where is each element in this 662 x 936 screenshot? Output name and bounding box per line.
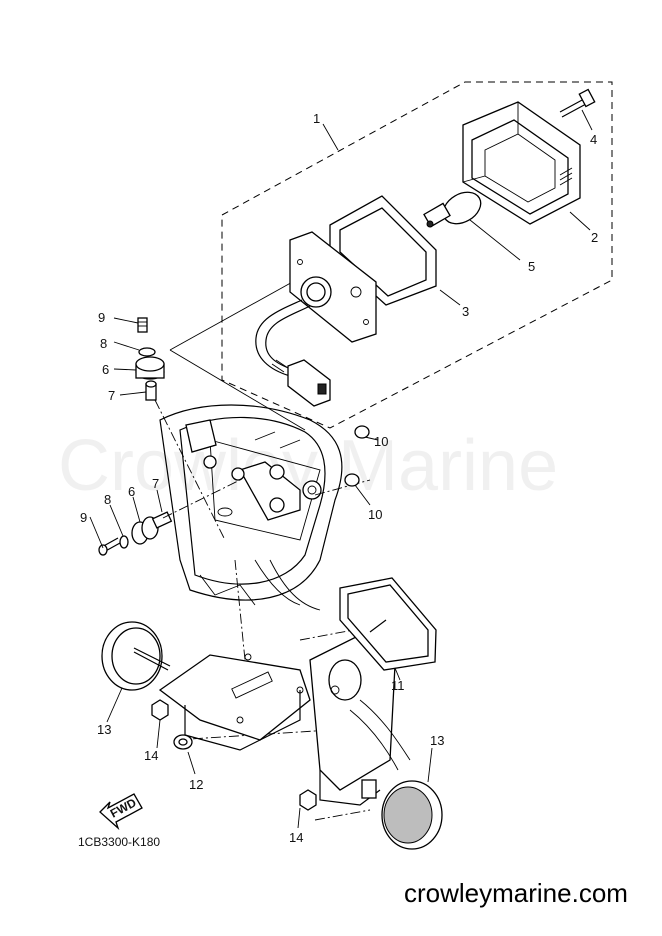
- callout-9-lower[interactable]: 9: [80, 510, 87, 525]
- diagram-code: 1CB3300-K180: [78, 835, 160, 849]
- callout-12[interactable]: 12: [189, 777, 203, 792]
- callout-14-upper[interactable]: 14: [144, 748, 158, 763]
- bulb[interactable]: [423, 186, 486, 230]
- callout-labels: 1 2 3 4 5 9 8 6 7 10 10 9 8 6 7 11 13 14…: [80, 111, 598, 845]
- callout-3[interactable]: 3: [462, 304, 469, 319]
- callout-13-right[interactable]: 13: [430, 733, 444, 748]
- callout-1[interactable]: 1: [313, 111, 320, 126]
- lens-screw[interactable]: [559, 88, 596, 118]
- callout-6-upper[interactable]: 6: [102, 362, 109, 377]
- callout-8-lower[interactable]: 8: [104, 492, 111, 507]
- callout-9-upper[interactable]: 9: [98, 310, 105, 325]
- lens-housing[interactable]: [462, 101, 581, 225]
- collar-nut-12[interactable]: [173, 734, 193, 750]
- callout-8-upper[interactable]: 8: [100, 336, 107, 351]
- footer-site-link[interactable]: crowleymarine.com: [404, 878, 628, 908]
- mount-hardware-lower[interactable]: [98, 511, 173, 556]
- fwd-arrow-icon: FWD: [99, 793, 143, 831]
- mount-hardware-upper[interactable]: [135, 317, 165, 401]
- callout-10-upper[interactable]: 10: [374, 434, 388, 449]
- reflector[interactable]: [339, 577, 437, 671]
- lower-bracket[interactable]: [158, 634, 411, 806]
- cover-plug-right[interactable]: [381, 780, 443, 850]
- callout-11[interactable]: 11: [391, 678, 405, 693]
- callout-7-lower[interactable]: 7: [152, 476, 159, 491]
- assembly-boundary: [169, 81, 613, 431]
- callout-7-upper[interactable]: 7: [108, 388, 115, 403]
- nut-14-upper[interactable]: [151, 699, 169, 721]
- cover-plug-left[interactable]: [101, 621, 171, 691]
- callout-14-lower[interactable]: 14: [289, 830, 303, 845]
- callout-10-lower[interactable]: 10: [368, 507, 382, 522]
- callout-13-left[interactable]: 13: [97, 722, 111, 737]
- nut-14-lower[interactable]: [299, 789, 317, 811]
- bracket-frame[interactable]: [159, 404, 343, 611]
- callout-4[interactable]: 4: [590, 132, 597, 147]
- callout-6-lower[interactable]: 6: [128, 484, 135, 499]
- lamp-base[interactable]: [255, 231, 377, 407]
- grommet-10[interactable]: [344, 425, 370, 487]
- callout-2[interactable]: 2: [591, 230, 598, 245]
- callout-5[interactable]: 5: [528, 259, 535, 274]
- callout-leaders: [89, 109, 593, 829]
